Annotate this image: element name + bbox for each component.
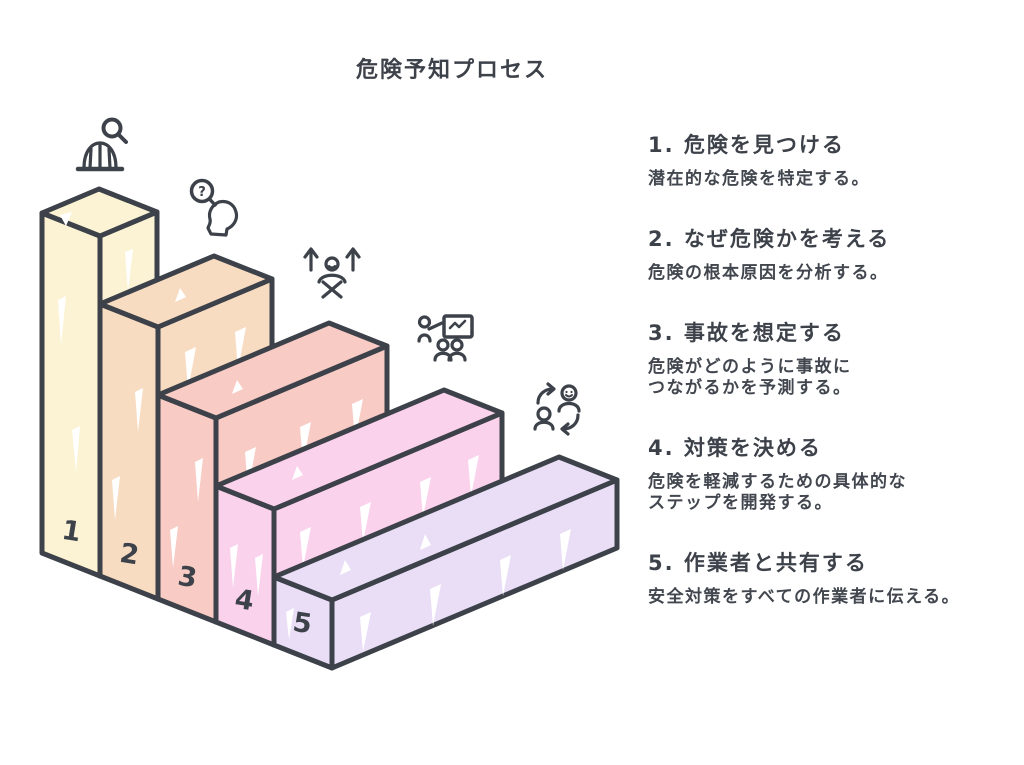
list-item-5: 5. 作業者と共有する 安全対策をすべての作業者に伝える。 [648,551,1008,608]
step-5-number: 5 [291,607,314,641]
staircase-illustration: 1 2 3 4 5 ? [39,117,620,671]
step-numbers: 1 2 3 4 5 [60,515,314,641]
step-2-description: 危険の根本原因を分析する。 [648,263,889,283]
sketch-marks [286,529,571,652]
page-title: 危険予知プロセス [356,58,549,83]
step-1-description: 潜在的な危険を特定する。 [648,169,870,189]
step-2-heading: 2. なぜ危険かを考える [648,227,891,251]
list-item-3: 3. 事故を想定する 危険がどのように事故に つながるかを予測する。 [648,321,1008,399]
step-5-description: 安全対策をすべての作業者に伝える。 [648,587,961,607]
list-item-2: 2. なぜ危険かを考える 危険の根本原因を分析する。 [648,227,1008,284]
process-steps-list: 1. 危険を見つける 潜在的な危険を特定する。 2. なぜ危険かを考える 危険の… [648,133,1008,645]
step-4-description: 危険を軽減するための具体的な ステップを開発する。 [648,472,907,513]
step-5-box [271,454,620,671]
team-presentation-icon [417,314,474,362]
step-3-top-face [155,320,390,421]
step-4-number: 4 [233,584,256,618]
sketch-marks [230,455,479,596]
falling-person-arrows-icon [303,247,361,299]
list-item-4: 4. 対策を決める 危険を軽減するための具体的な ステップを開発する。 [648,436,1008,514]
step-3-heading: 3. 事故を想定する [648,321,845,345]
step-2-number: 2 [118,538,141,572]
share-people-icon [533,382,581,436]
step-1-heading: 1. 危険を見つける [648,133,845,157]
svg-text:?: ? [198,185,206,200]
step-4-top-face [213,387,505,512]
step-5-top-face [271,454,620,603]
list-item-1: 1. 危険を見つける 潜在的な危険を特定する。 [648,133,1008,190]
step-4-heading: 4. 対策を決める [648,436,822,460]
step-3-number: 3 [176,561,199,595]
sketch-marks [58,212,133,472]
step-2-top-face [97,253,275,330]
step-3-description: 危険がどのように事故に つながるかを予測する。 [648,357,852,398]
thinking-head-magnifier-icon: ? [189,178,239,237]
step-1-number: 1 [60,515,83,549]
helmet-magnifier-icon [75,117,128,172]
step-5-heading: 5. 作業者と共有する [648,551,868,575]
step-4-left-face [213,483,277,648]
step-1-top-face [39,186,160,239]
